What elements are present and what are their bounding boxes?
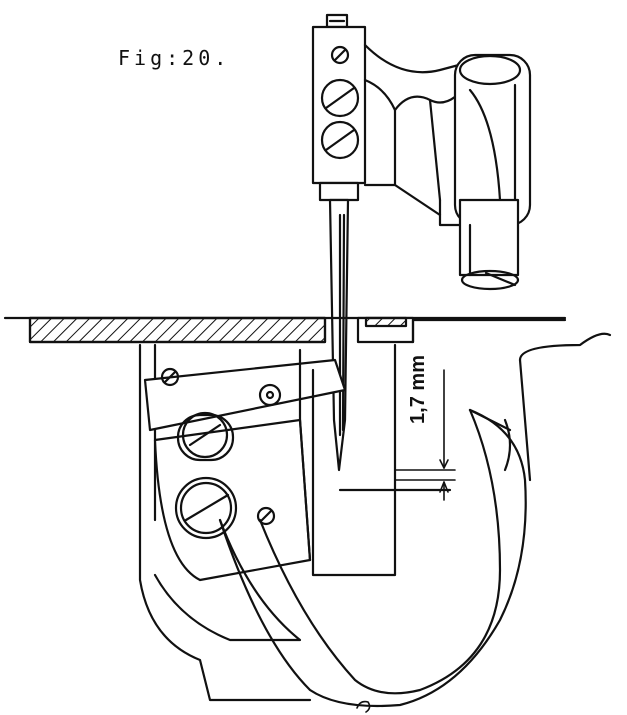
needle-clamp [313,27,365,200]
needle [330,200,348,470]
dimension-1-7mm [395,370,455,500]
needle-bar-arm [365,45,530,289]
needle-guard-block [313,345,450,575]
dimension-label: 1,7 mm [407,355,429,424]
figure-title: Fig:20. [118,46,231,70]
needle-plate [5,318,565,342]
top-screw [327,15,347,27]
looper-hook [155,410,526,706]
bottom-mark [357,702,370,712]
looper-holder [145,350,345,580]
bed-frame [140,334,610,700]
